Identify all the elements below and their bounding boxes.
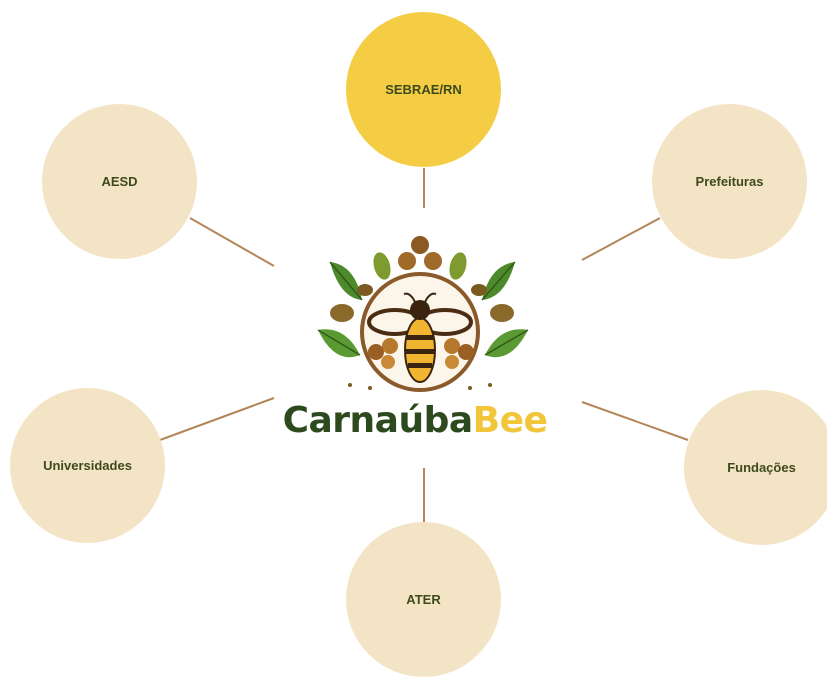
carnauba-bee-logo <box>317 236 529 392</box>
honeycomb-icon <box>368 338 474 369</box>
connector-aesd <box>189 217 275 267</box>
node-ater-label: ATER <box>406 592 441 607</box>
node-prefeituras-label: Prefeituras <box>695 174 764 189</box>
seed-icons <box>330 236 514 322</box>
node-fundacoes[interactable]: Fundações <box>684 390 827 545</box>
connector-universidades <box>159 397 275 441</box>
decorative-dots <box>348 383 492 390</box>
node-universidades-label: Universidades <box>43 458 132 473</box>
connector-fundacoes <box>581 401 689 441</box>
node-sebrae[interactable]: SEBRAE/RN <box>346 12 501 167</box>
wordmark-carnauba: Carnaúba <box>282 400 474 441</box>
node-universidades[interactable]: Universidades <box>10 388 165 543</box>
node-fundacoes-label: Fundações <box>727 460 796 475</box>
brand-wordmark: CarnaúbaBee <box>270 400 560 441</box>
leaf-icons <box>317 252 529 358</box>
bee-icon <box>367 292 473 383</box>
node-prefeituras[interactable]: Prefeituras <box>652 104 807 259</box>
wordmark-bee: Bee <box>472 400 548 441</box>
node-sebrae-label: SEBRAE/RN <box>385 82 462 97</box>
node-ater[interactable]: ATER <box>346 522 501 677</box>
node-aesd-label: AESD <box>101 174 138 189</box>
connector-prefeituras <box>581 217 661 261</box>
node-aesd[interactable]: AESD <box>42 104 197 259</box>
